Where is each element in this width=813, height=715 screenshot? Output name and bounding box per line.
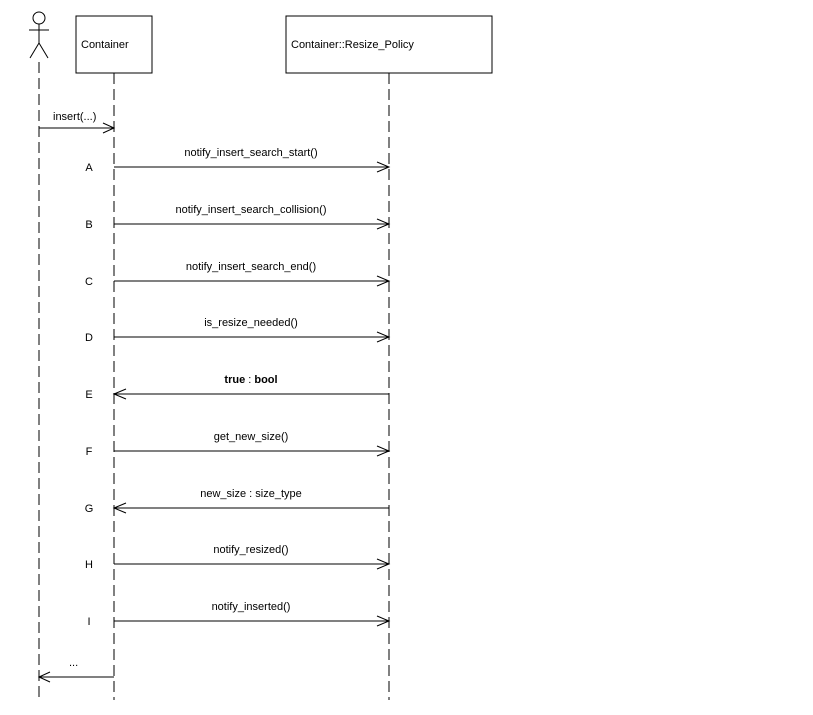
message-label-type: bool — [254, 374, 277, 386]
message-step: Dis_resize_needed() — [85, 317, 391, 344]
message-insert: insert(...) — [39, 111, 116, 134]
step-letter: G — [85, 503, 94, 515]
message-label: is_resize_needed() — [204, 317, 298, 329]
step-letter: C — [85, 276, 93, 288]
actor-stick-figure — [29, 11, 49, 59]
arrow-head — [376, 615, 391, 627]
arrow-head — [376, 218, 391, 230]
step-letter: I — [87, 616, 90, 628]
participant-resize-policy: Container::Resize_Policy — [285, 15, 493, 74]
message-label: notify_insert_search_collision() — [175, 204, 326, 216]
participant-container: Container — [75, 15, 153, 74]
message-insert-label: insert(...) — [53, 111, 96, 123]
arrow-head — [376, 331, 391, 343]
step-letter: A — [85, 162, 93, 174]
participant-container-label: Container — [81, 39, 129, 51]
step-letter: D — [85, 332, 93, 344]
arrow-head — [376, 161, 391, 173]
message-label: notify_inserted() — [212, 601, 291, 613]
arrow-head — [112, 388, 127, 400]
arrow-head — [112, 502, 127, 514]
step-letter: F — [86, 446, 93, 458]
message-final-return: ... — [37, 657, 114, 683]
message-label: true : bool — [224, 374, 277, 386]
arrow-head — [376, 445, 391, 457]
message-label: new_size : size_type — [200, 488, 302, 500]
step-letter: B — [85, 219, 92, 231]
message-label-separator: : — [245, 374, 254, 386]
message-label: notify_insert_search_end() — [186, 261, 316, 273]
arrow-head — [376, 275, 391, 287]
message-label: notify_insert_search_start() — [184, 147, 317, 159]
message-label-value: true — [224, 374, 245, 386]
step-letter: E — [85, 389, 92, 401]
step-letter: H — [85, 559, 93, 571]
message-final-return-label: ... — [69, 657, 78, 669]
message-label: get_new_size() — [214, 431, 289, 443]
message-label: notify_resized() — [213, 544, 288, 556]
arrow-head — [376, 558, 391, 570]
participant-resize-policy-label: Container::Resize_Policy — [291, 39, 414, 51]
